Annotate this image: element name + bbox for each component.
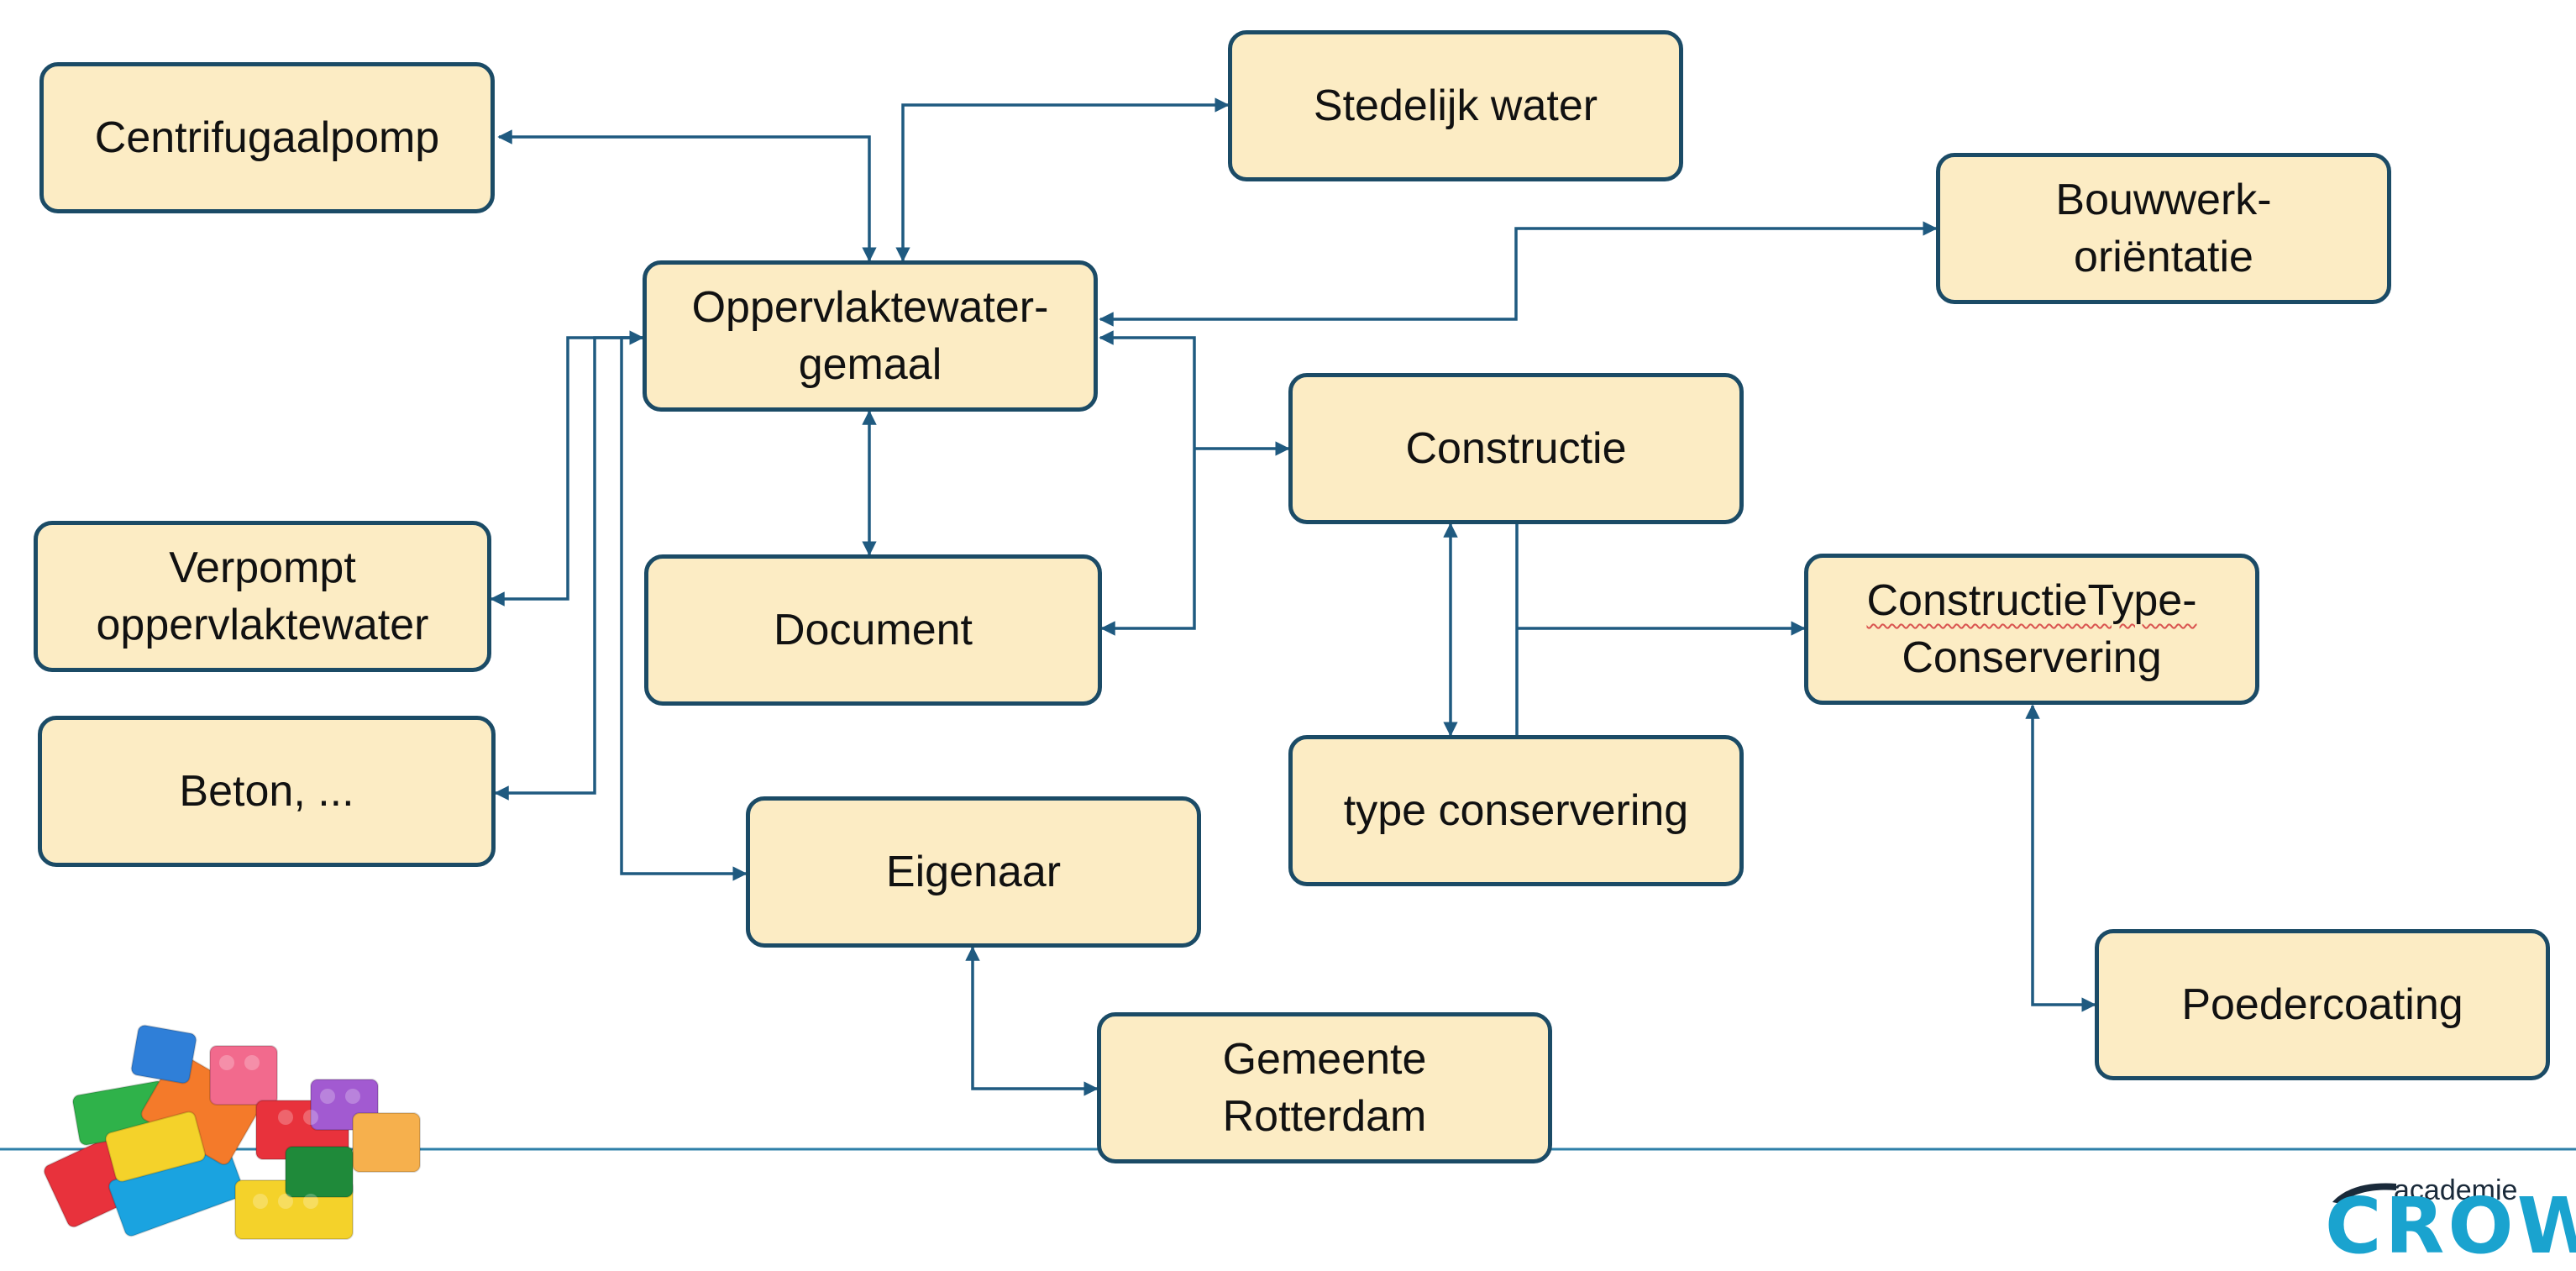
edge-gemaal-document-right [1099,330,1196,636]
edge-gemaal-centrifugaalpomp [497,129,877,262]
node-stedelijk-water: Stedelijk water [1228,30,1683,181]
node-centrifugaalpomp: Centrifugaalpomp [39,62,495,213]
node-label: Centrifugaalpomp [94,113,440,162]
edge-gemaal-verpompt [490,330,644,607]
node-verpompt-oppervlaktewater: Verpompt oppervlaktewater [34,521,491,672]
edge-gemaal-bouwwerk-orientatie [1099,221,1938,327]
logo-academie-text: academie [2394,1174,2518,1206]
node-label: Document [774,606,973,654]
node-label-line-1: Gemeente [1222,1035,1427,1084]
node-bouwwerk-orientatie: Bouwwerk- oriëntatie [1936,153,2391,304]
node-document: Document [644,554,1102,706]
crow-logo-swoosh-icon [2332,1183,2396,1204]
edge-gemaal-beton [494,336,643,801]
node-label-line-2: oppervlaktewater [96,601,429,649]
node-label-line-1: Verpompt [169,544,356,592]
node-label-line-2: Rotterdam [1222,1092,1427,1141]
lego-bricks-image [43,1024,421,1240]
node-label-line-2: Conservering [1902,633,2162,682]
edge-eigenaar-gemeente [965,946,1099,1096]
node-constructie: Constructie [1288,373,1744,524]
node-oppervlaktewater-gemaal: Oppervlaktewater- gemaal [643,260,1098,412]
edge-gemaal-eigenaar [620,336,748,881]
node-label-line-1: ConstructieType- [1866,576,2197,625]
node-label-line-2: gemaal [798,340,942,389]
node-label: type conservering [1343,786,1689,835]
node-label-line-1: Oppervlaktewater- [691,283,1049,332]
node-label: Stedelijk water [1313,81,1598,130]
node-gemeente-rotterdam: Gemeente Rotterdam [1097,1012,1552,1163]
node-label-line-2: oriëntatie [2074,233,2253,281]
node-poedercoating: Poedercoating [2095,929,2550,1080]
node-label: Beton, ... [179,767,354,816]
node-label: Eigenaar [885,848,1062,896]
node-label: Constructie [1405,424,1627,473]
node-constructietype-conservering: ConstructieType- Conservering [1804,554,2259,705]
node-eigenaar: Eigenaar [746,796,1201,948]
node-type-conservering: type conservering [1288,735,1744,886]
node-beton: Beton, ... [38,716,496,867]
edge-gemaal-stedelijk-water [895,97,1230,262]
edge-constructietype-poedercoating [2025,704,2096,1012]
logo-crow-text: CROW [2325,1181,2576,1271]
node-label-line-1: Bouwwerk- [2055,176,2272,224]
node-label: Poedercoating [2181,980,2463,1029]
